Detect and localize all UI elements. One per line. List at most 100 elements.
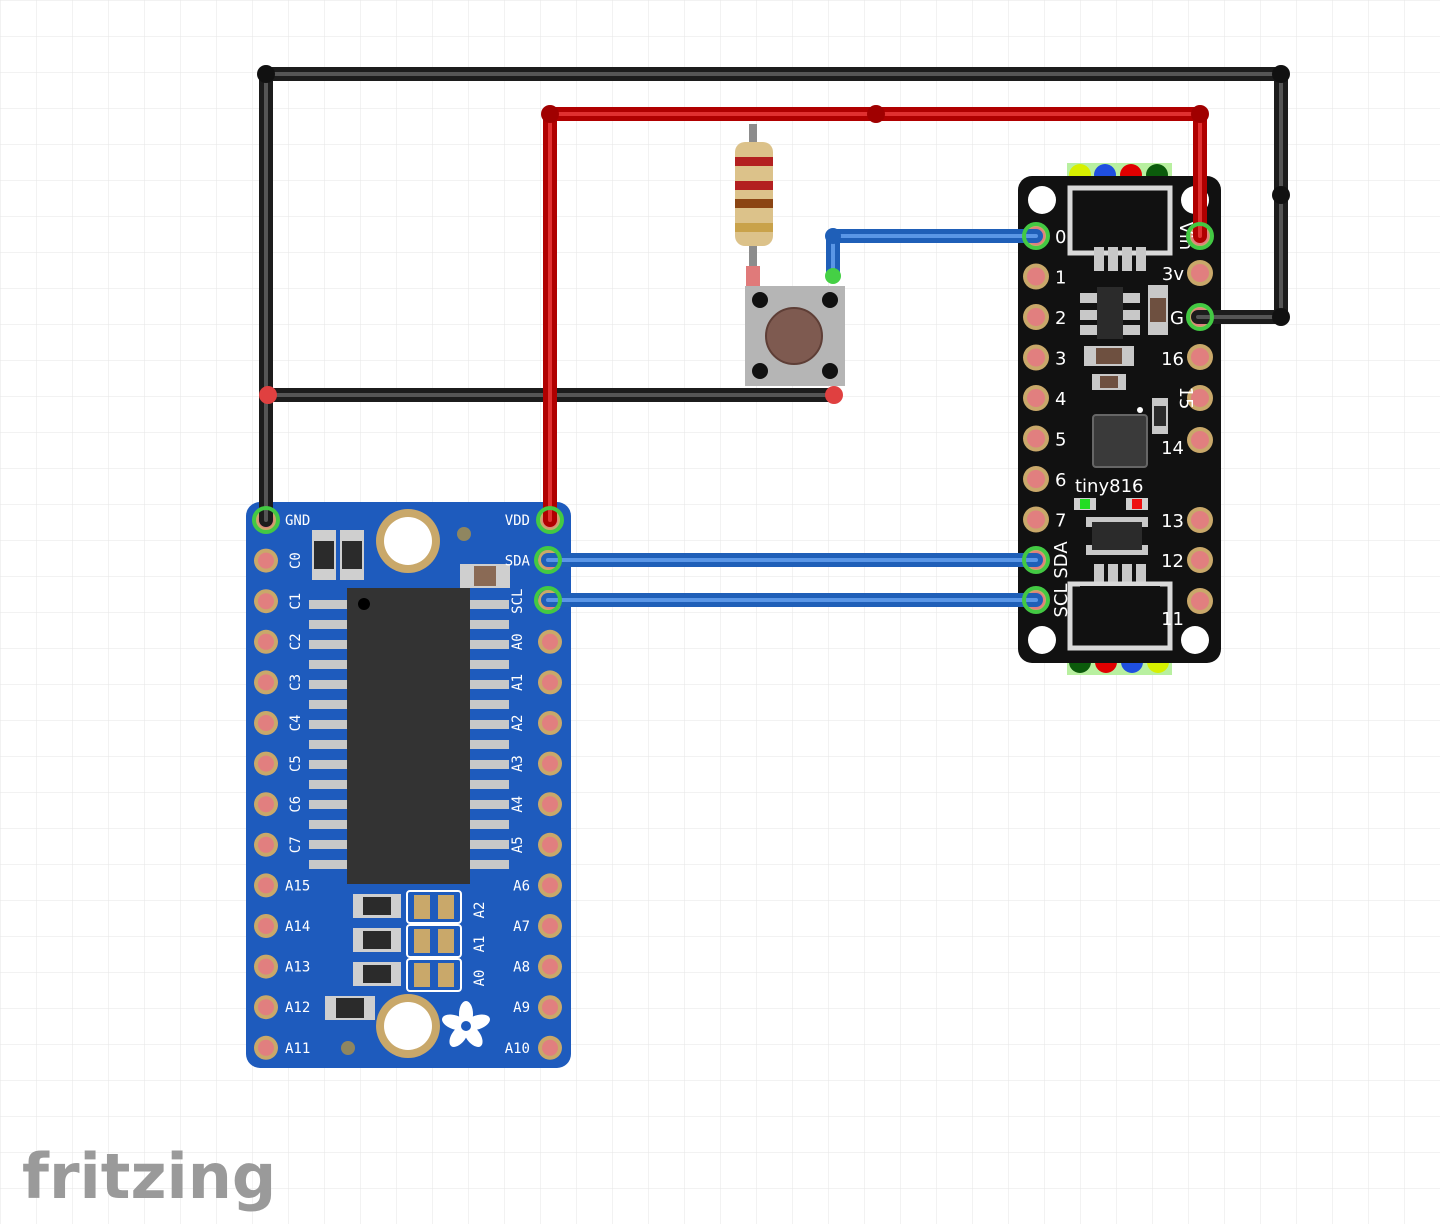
ic-lead: [469, 680, 509, 689]
flower-logo: [442, 1001, 490, 1048]
pin-label: 14: [1161, 438, 1184, 459]
resistor-smd-body: [1096, 348, 1122, 364]
pin-label: A4: [510, 796, 526, 813]
address-resistor-body: [363, 897, 391, 915]
wire-bendpoint[interactable]: [1272, 186, 1290, 204]
wire-endpoint-unconnected[interactable]: [825, 386, 843, 404]
wires[interactable]: [257, 65, 1290, 607]
ic-lead: [469, 700, 509, 709]
pin-label: A1: [510, 674, 526, 691]
pin-hole: [1027, 470, 1045, 488]
pin-hole: [258, 796, 274, 813]
pin-label: 16: [1161, 349, 1184, 370]
pin-hole: [1027, 389, 1045, 407]
ic-lead: [469, 800, 509, 809]
pin-hole: [542, 755, 558, 772]
wire-endpoint-connected[interactable]: [825, 268, 841, 284]
wire-bendpoint[interactable]: [825, 228, 841, 244]
pin-label: A8: [513, 960, 530, 976]
wire-bendpoint[interactable]: [1191, 105, 1209, 123]
pin-label: VDD: [505, 513, 530, 529]
pin-hole: [258, 593, 274, 610]
mount-hole-center: [384, 517, 432, 565]
pin-label: A15: [285, 878, 310, 894]
connector-pin: [1122, 564, 1132, 588]
pin-label: A2: [510, 715, 526, 732]
wire-bendpoint[interactable]: [1272, 65, 1290, 83]
address-jumper-pad[interactable]: [406, 958, 462, 992]
ic-lead: [469, 760, 509, 769]
pin-hole: [1027, 267, 1045, 286]
fiducial: [341, 1041, 355, 1055]
pin-label: A5: [510, 836, 526, 853]
pin-label: 1: [1055, 268, 1066, 289]
capacitor-body: [314, 541, 334, 569]
pin-label: A3: [510, 755, 526, 772]
button-corner-dot: [752, 363, 768, 379]
ic-lead: [469, 780, 509, 789]
pin-label: 3: [1055, 349, 1066, 370]
chip-leads: [309, 600, 509, 869]
fritzing-logo: fritzing: [22, 1140, 276, 1213]
pin-label: SCL: [510, 589, 526, 614]
pullup-resistor[interactable]: [735, 124, 773, 286]
jumper-pad: [438, 963, 454, 987]
connector-pin: [1136, 564, 1146, 588]
pin-hole: [1027, 308, 1045, 326]
pin-label: A6: [513, 878, 530, 894]
ic-lead: [309, 800, 349, 809]
pin-label: C7: [288, 836, 304, 853]
pin-label: 11: [1161, 609, 1184, 630]
ic-lead: [309, 700, 349, 709]
wire-bendpoint[interactable]: [867, 105, 885, 123]
button-corner-dot: [752, 292, 768, 308]
gpio-expander-board[interactable]: GNDC0C1C2C3C4C5C6C7A15A14A13A12A11VDDSDA…: [246, 502, 571, 1068]
ic-lead: [469, 860, 509, 869]
address-jumper-pad[interactable]: [406, 890, 462, 924]
pin-label: A9: [513, 1000, 530, 1016]
pin-hole: [258, 674, 274, 691]
pin-hole: [258, 877, 274, 894]
ic-lead: [309, 600, 349, 609]
pin-label: 7: [1055, 511, 1066, 532]
resistor-band: [735, 223, 773, 232]
pin-label: 0: [1055, 227, 1066, 248]
pin-label: GND: [285, 513, 310, 529]
pin-hole: [542, 918, 558, 934]
pin-label: 4: [1055, 389, 1066, 410]
pin-label: G: [1170, 308, 1184, 329]
chip-pin1-dot: [1137, 407, 1143, 413]
connector-pin: [1094, 564, 1104, 588]
capacitor-body: [1150, 298, 1166, 322]
pin-label: 3v: [1162, 264, 1184, 285]
wire-endpoint-unconnected[interactable]: [259, 386, 277, 404]
wire-bendpoint[interactable]: [1272, 308, 1290, 326]
connector-pin: [1136, 247, 1146, 271]
button-actuator[interactable]: [765, 307, 823, 365]
pin-hole: [1027, 510, 1045, 529]
ic-lead: [469, 640, 509, 649]
pin-label: A0: [510, 633, 526, 650]
led-red-body: [1132, 499, 1142, 509]
pin-hole: [542, 1039, 558, 1056]
led-smd-body: [1154, 406, 1166, 426]
ic-lead: [309, 760, 349, 769]
ic-lead: [309, 740, 349, 749]
pin-label: 15: [1175, 387, 1196, 410]
tactile-pushbutton[interactable]: [745, 286, 845, 386]
ic-lead: [309, 640, 349, 649]
ic-lead: [469, 740, 509, 749]
jumper-pad: [438, 929, 454, 953]
pin-hole: [542, 836, 558, 853]
jumper-pad: [414, 895, 430, 919]
pin-hole: [258, 1039, 274, 1056]
wire-bendpoint[interactable]: [541, 105, 559, 123]
resistor-body: [735, 142, 773, 246]
pin-hole: [542, 633, 558, 650]
wire-bendpoint[interactable]: [257, 65, 275, 83]
address-jumper-pad[interactable]: [406, 924, 462, 958]
attiny816-chip: [1092, 414, 1148, 468]
